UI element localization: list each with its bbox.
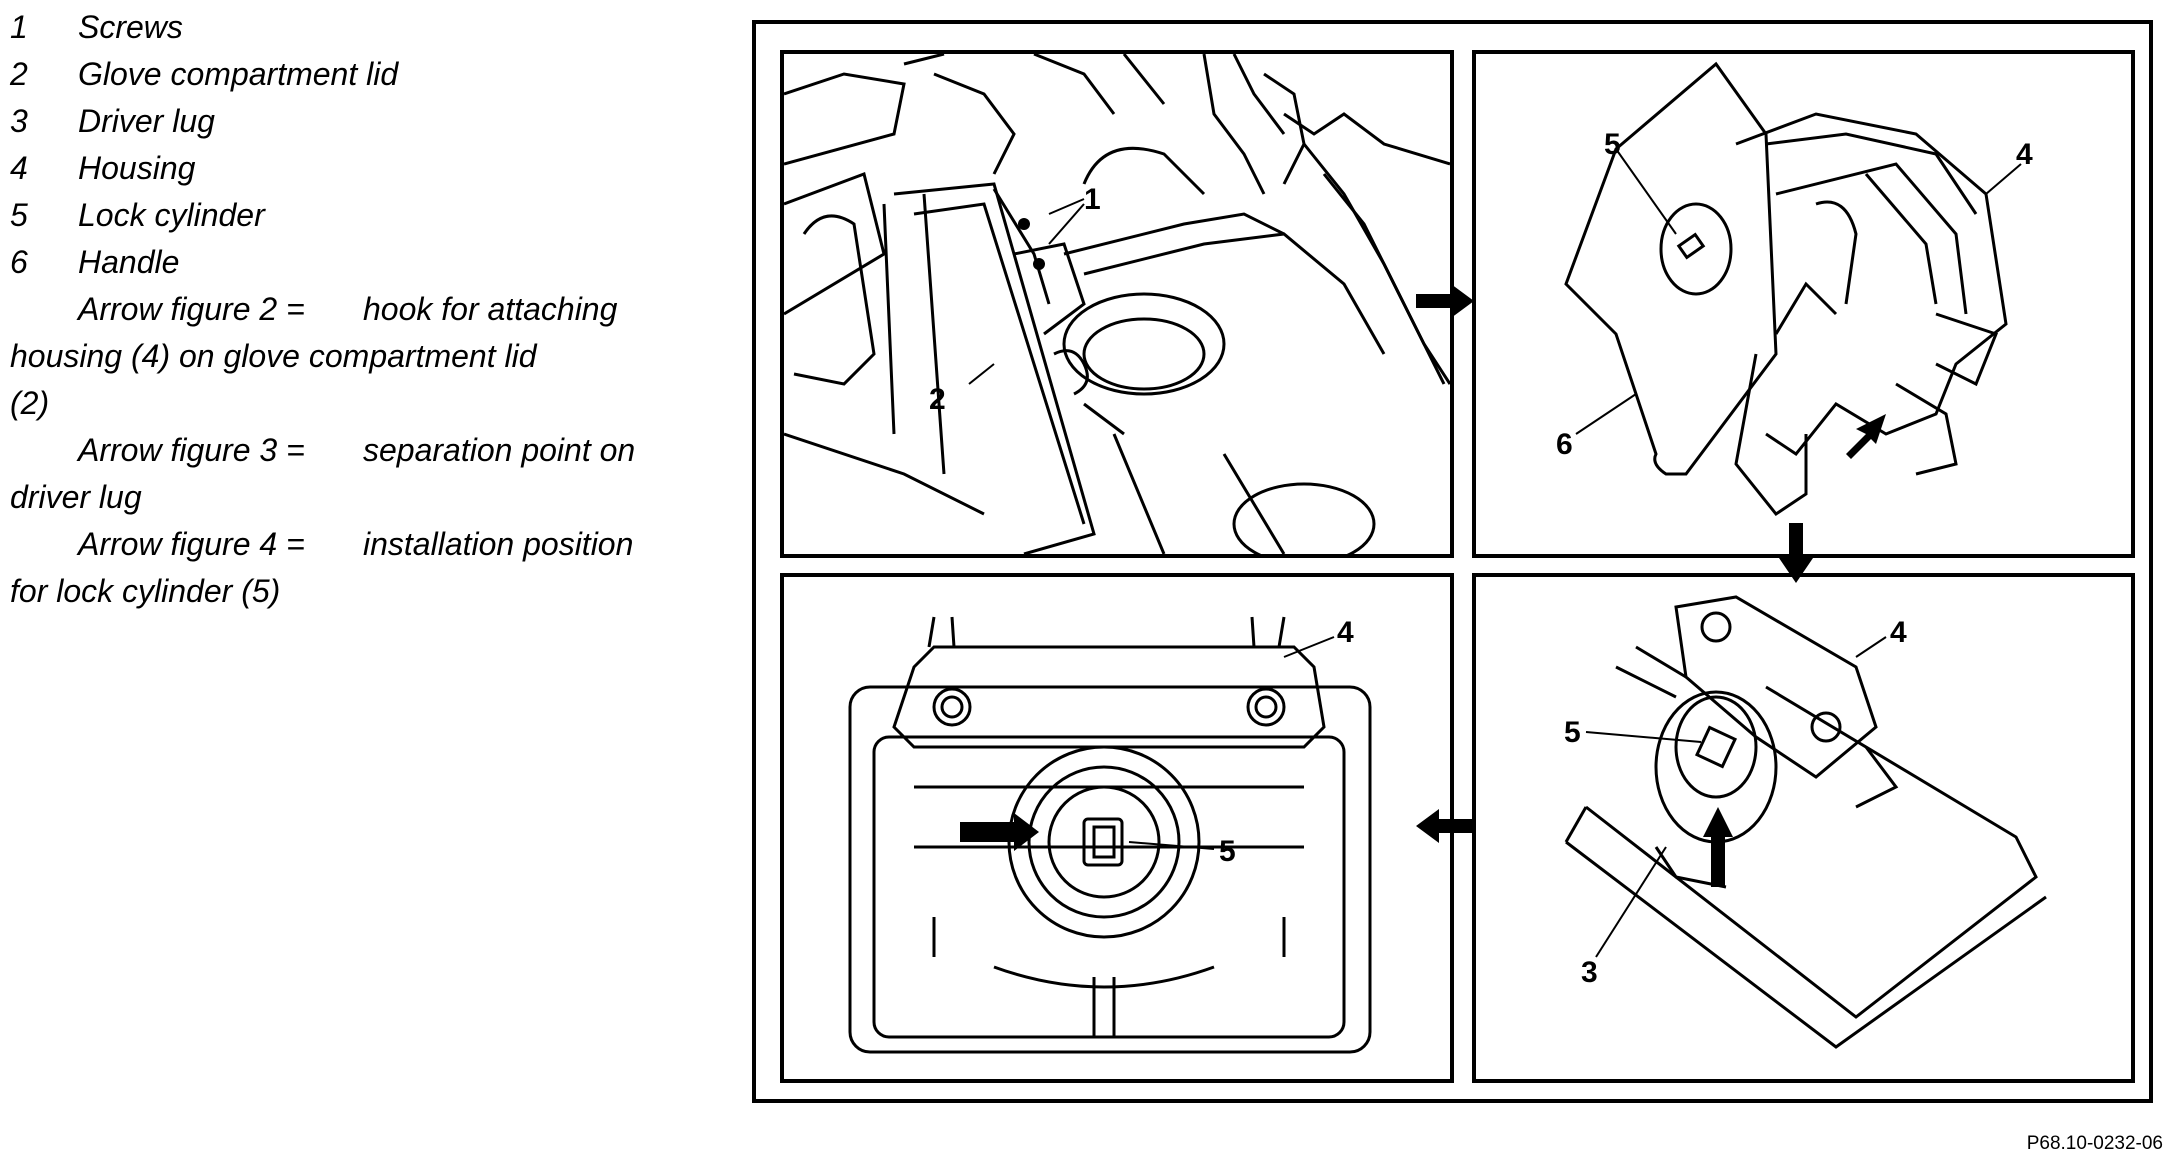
legend-number: 1 bbox=[10, 9, 28, 45]
callout-glove-compartment-lid: 2 bbox=[929, 383, 946, 416]
panel-driver-lug: 4 5 3 bbox=[1472, 573, 2135, 1083]
legend-item: 5 Lock cylinder bbox=[10, 192, 690, 239]
callout-screws: 1 bbox=[1084, 183, 1101, 216]
legend-label: Screws bbox=[78, 9, 183, 45]
figure-frame: 1 2 5 bbox=[752, 20, 2153, 1103]
note-label: Arrow figure 3 = bbox=[78, 432, 305, 468]
callout-driver-lug: 3 bbox=[1581, 956, 1598, 989]
arrow-fig2-icon bbox=[1846, 414, 1886, 459]
note-label: Arrow figure 4 = bbox=[78, 526, 305, 562]
legend-label: Lock cylinder bbox=[78, 197, 265, 233]
panel-housing-handle: 5 4 6 bbox=[1472, 50, 2135, 558]
legend-number: 5 bbox=[10, 197, 28, 233]
flow-arrow-left-icon bbox=[1416, 809, 1474, 843]
panel-2-illustration: 5 4 6 bbox=[1556, 61, 2033, 517]
panel-4-illustration: 4 5 3 bbox=[1564, 595, 2047, 1049]
panel-1-illustration: 1 2 bbox=[784, 54, 1450, 554]
legend-item: 3 Driver lug bbox=[10, 98, 690, 145]
legend-number: 4 bbox=[10, 150, 28, 186]
arrow-note-4: Arrow figure 4 = installation position fo… bbox=[10, 521, 690, 615]
note-text-continued: (2) bbox=[10, 385, 50, 421]
legend-label: Driver lug bbox=[78, 103, 215, 139]
arrow-note-3: Arrow figure 3 = separation point on driv… bbox=[10, 427, 690, 521]
panel-3-illustration: 4 5 bbox=[848, 616, 1372, 1054]
legend-label: Handle bbox=[78, 244, 180, 280]
note-text-continued: for lock cylinder (5) bbox=[10, 573, 281, 609]
reference-code: P68.10-0232-06 bbox=[2026, 1133, 2163, 1154]
flow-arrow-down-icon bbox=[1779, 523, 1813, 583]
legend-label: Glove compartment lid bbox=[78, 56, 399, 92]
legend-item: 4 Housing bbox=[10, 145, 690, 192]
callout-housing: 4 bbox=[1890, 616, 1907, 649]
legend-number: 3 bbox=[10, 103, 28, 139]
callout-lock-cylinder: 5 bbox=[1604, 128, 1621, 161]
panel-lock-installed: 4 5 bbox=[780, 573, 1454, 1083]
legend: 1 Screws 2 Glove compartment lid 3 Driver l… bbox=[10, 4, 690, 615]
legend-item: 1 Screws bbox=[10, 4, 690, 51]
callout-handle: 6 bbox=[1556, 428, 1573, 461]
legend-number: 6 bbox=[10, 244, 28, 280]
note-text-continued: driver lug bbox=[10, 479, 142, 515]
callout-lock-cylinder: 5 bbox=[1564, 716, 1581, 749]
note-text: installation position bbox=[363, 526, 634, 562]
legend-label: Housing bbox=[78, 150, 196, 186]
callout-housing: 4 bbox=[2016, 138, 2033, 171]
note-label: Arrow figure 2 = bbox=[78, 291, 305, 327]
arrow-fig4-icon bbox=[960, 813, 1039, 851]
callout-lock-cylinder: 5 bbox=[1219, 835, 1236, 868]
arrow-note-2: Arrow figure 2 = hook for attaching housi… bbox=[10, 286, 690, 427]
legend-item: 2 Glove compartment lid bbox=[10, 51, 690, 98]
panel-glove-compartment: 1 2 bbox=[780, 50, 1454, 558]
note-text: separation point on bbox=[363, 432, 636, 468]
note-text-continued: housing (4) on glove compartment lid bbox=[10, 338, 537, 374]
callout-housing: 4 bbox=[1337, 616, 1354, 649]
legend-item: 6 Handle bbox=[10, 239, 690, 286]
flow-arrow-right-icon bbox=[1416, 284, 1474, 318]
arrow-fig3-icon bbox=[1703, 807, 1733, 887]
note-text: hook for attaching bbox=[363, 291, 618, 327]
legend-number: 2 bbox=[10, 56, 28, 92]
